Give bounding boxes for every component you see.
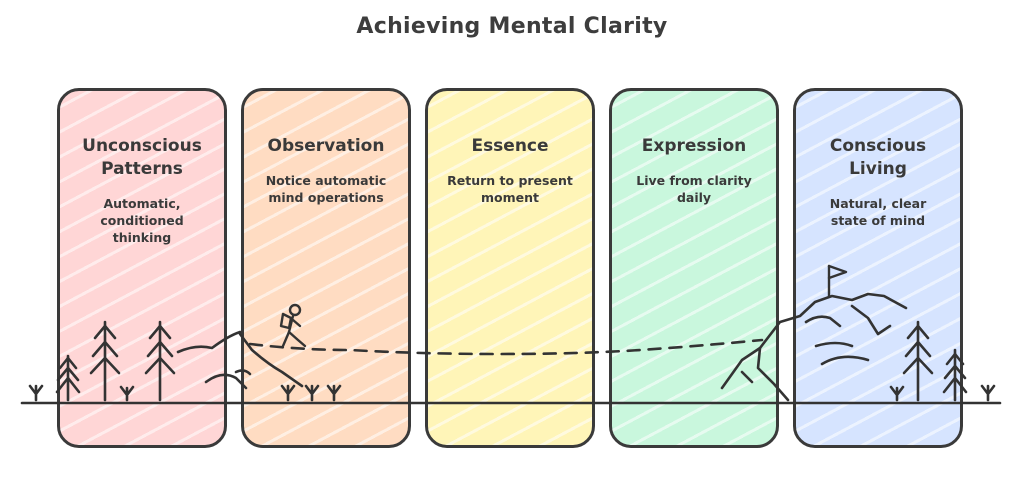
grass-tuft-icon [280, 384, 342, 402]
mountain-icon [720, 292, 908, 402]
stage-card-essence: Essence Return to present moment [425, 88, 595, 448]
stage-name: Observation [267, 136, 385, 156]
stage-card-conscious-living: Conscious Living Natural, clear state of… [793, 88, 963, 448]
pine-tree-icon [144, 320, 176, 402]
hiker-icon [279, 303, 307, 348]
stage-description: Return to present moment [447, 173, 573, 205]
grass-tuft-icon [980, 384, 996, 402]
stage-name: Expression [641, 136, 747, 156]
hatch-fill [796, 91, 960, 445]
flag-icon [827, 264, 848, 298]
diagram-title: Achieving Mental Clarity [356, 14, 668, 39]
stage-name: Conscious Living [829, 136, 927, 179]
stage-card-unconscious-patterns: Unconscious Patterns Automatic, conditio… [57, 88, 227, 448]
grass-tuft-icon [119, 385, 135, 402]
stage-name: Essence [471, 136, 549, 156]
pine-tree-icon [942, 348, 968, 402]
mountain-icon [176, 330, 304, 390]
journey-path [248, 338, 764, 356]
stage-description: Notice automatic mind operations [265, 173, 387, 205]
pine-tree-icon [902, 320, 934, 402]
hatch-fill [612, 91, 776, 445]
hatch-fill [60, 91, 224, 445]
grass-tuft-icon [889, 385, 905, 402]
stage-name: Unconscious Patterns [82, 136, 202, 179]
pine-tree-icon [89, 320, 121, 402]
stage-description: Live from clarity daily [636, 173, 752, 205]
stage-card-expression: Expression Live from clarity daily [609, 88, 779, 448]
hatch-fill [244, 91, 408, 445]
grass-tuft-icon [28, 384, 44, 402]
pine-tree-icon [55, 354, 81, 402]
hatch-fill [428, 91, 592, 445]
stage-description: Natural, clear state of mind [829, 196, 927, 228]
stage-card-observation: Observation Notice automatic mind operat… [241, 88, 411, 448]
stage-description: Automatic, conditioned thinking [100, 196, 184, 245]
